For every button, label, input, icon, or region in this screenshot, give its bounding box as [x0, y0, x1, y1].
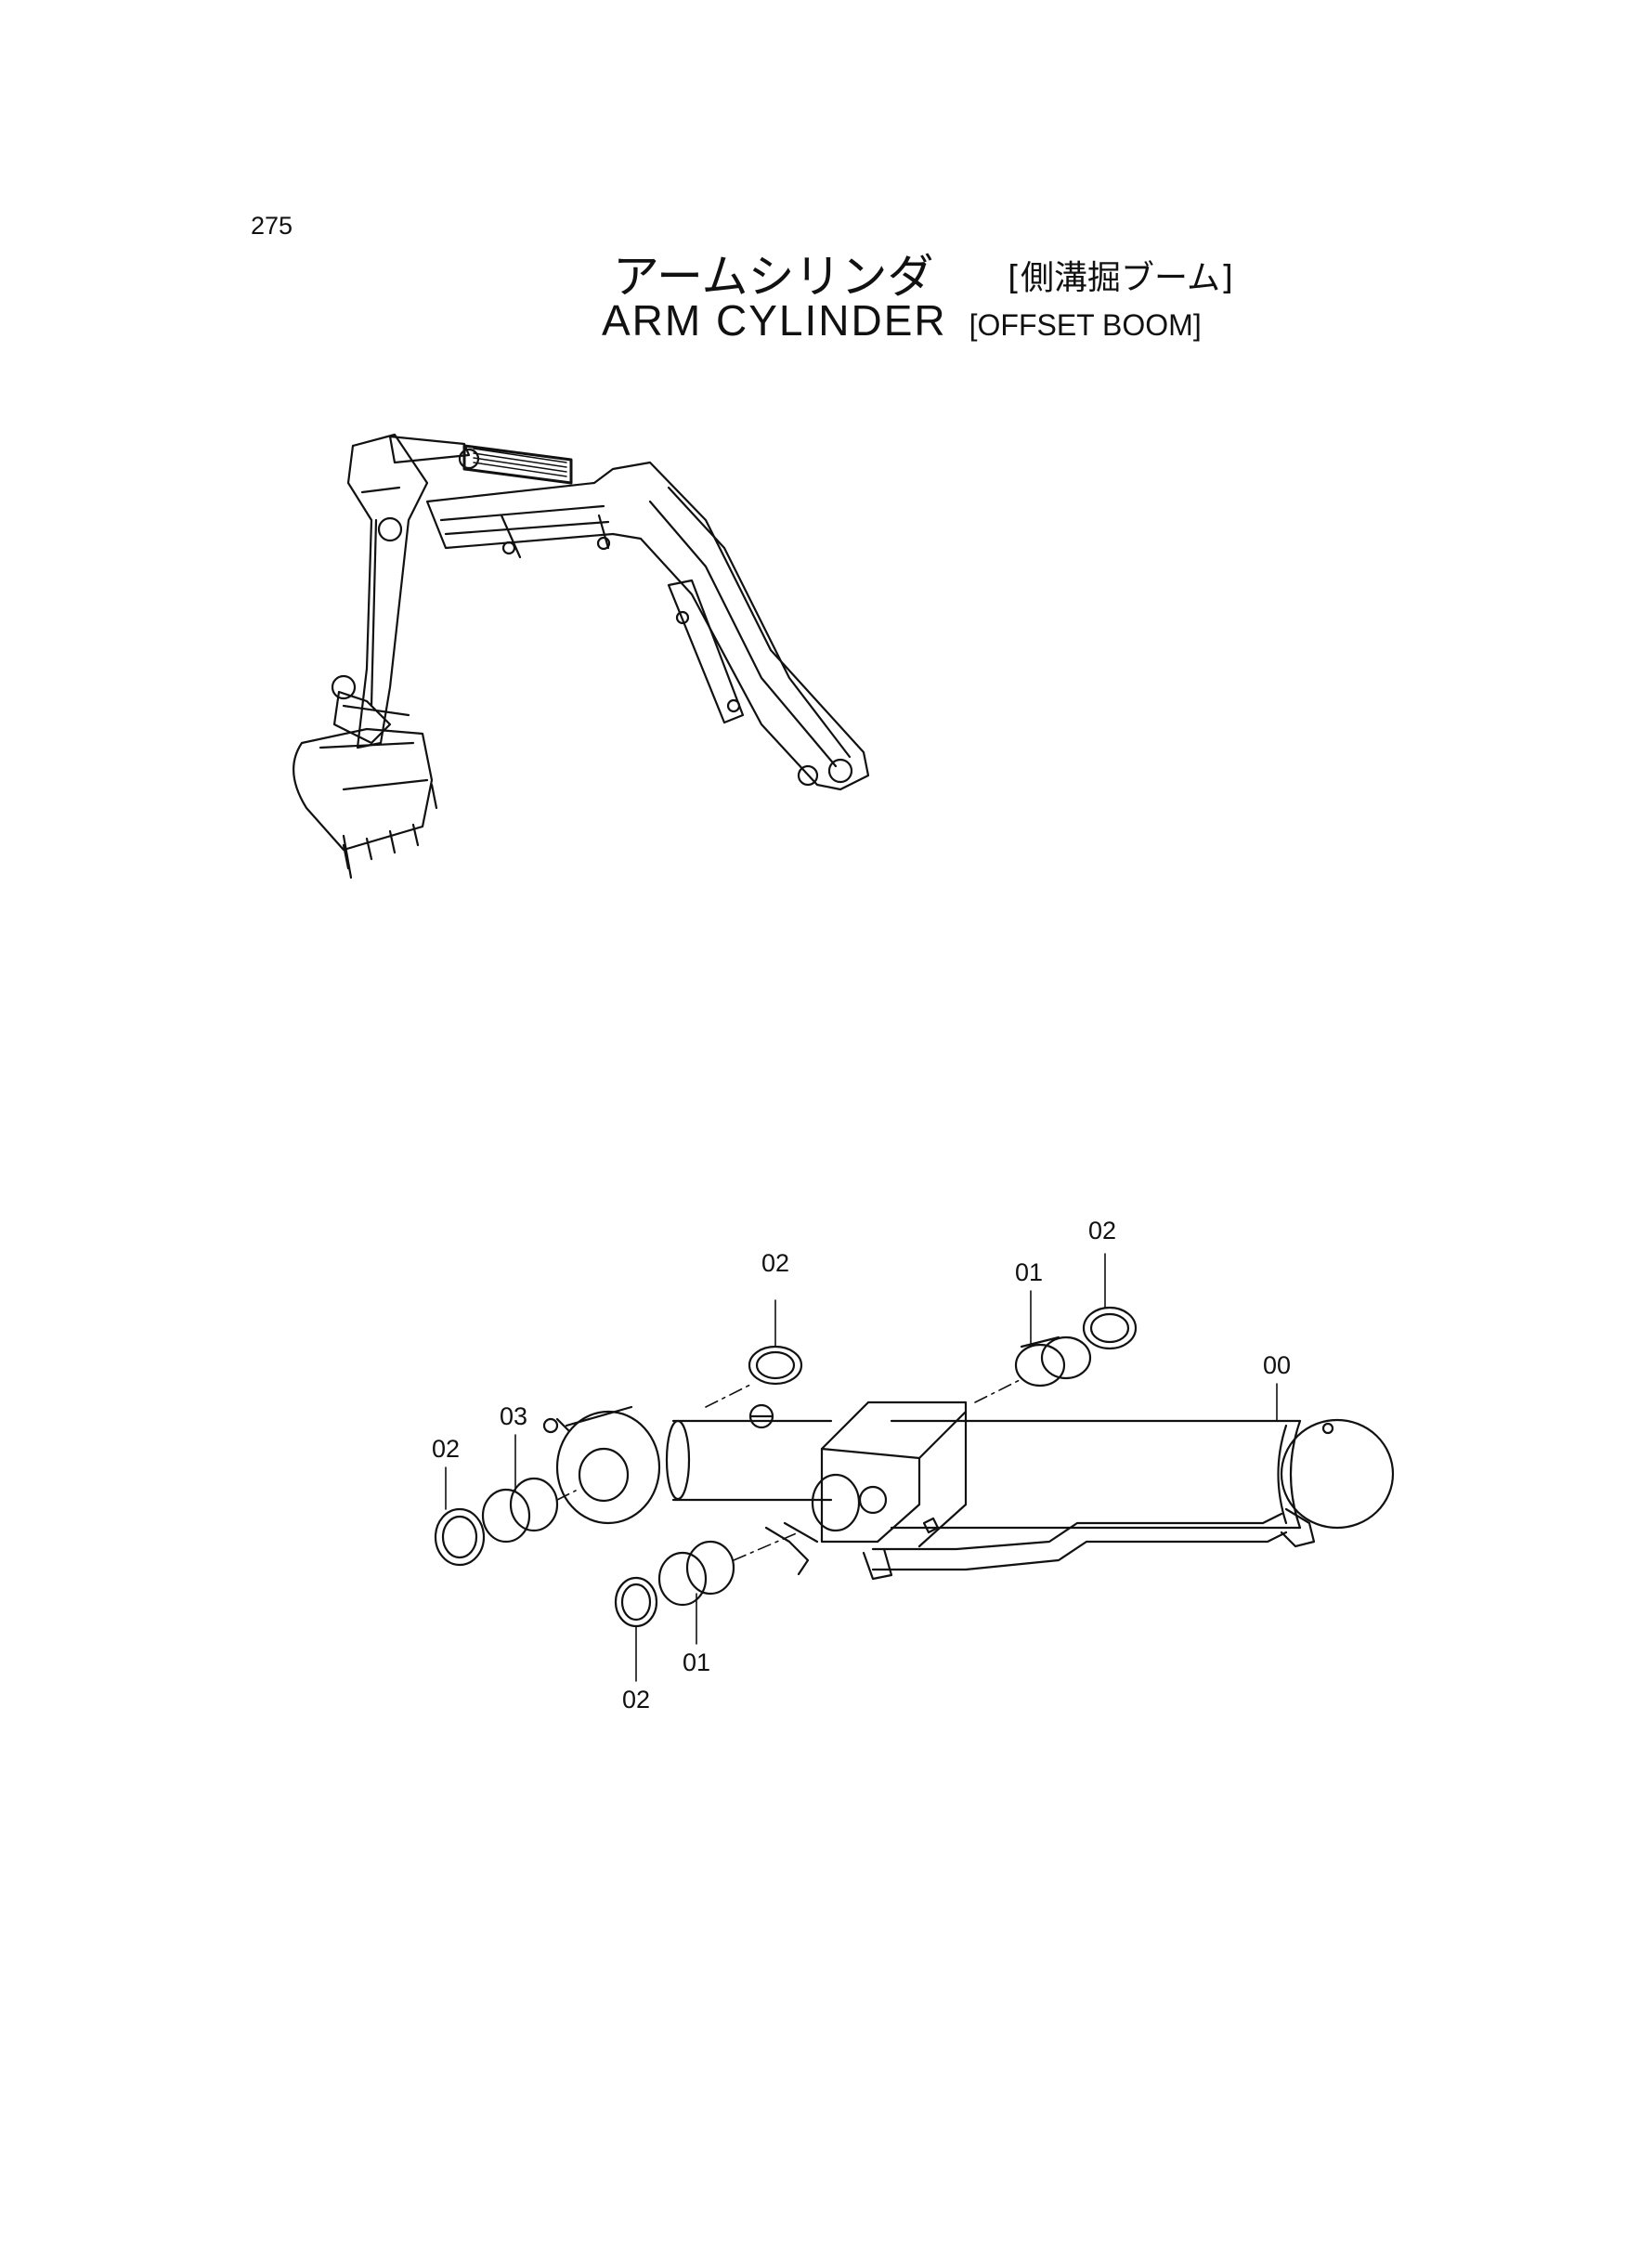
bushing-01-lower: [657, 1551, 708, 1607]
bushing-03: [481, 1488, 531, 1544]
title-jp-sub: [側溝掘ブーム]: [1008, 259, 1234, 297]
callout-00: 00: [1263, 1351, 1292, 1379]
bushing-01-upper: [1014, 1343, 1066, 1388]
dust-seal-02-right: [1082, 1306, 1138, 1350]
excavator-arm-illustration: [293, 433, 870, 879]
callout-02-right: 02: [1088, 1217, 1117, 1244]
callout-01-lower: 01: [683, 1648, 711, 1676]
title-en-main: ARM CYLINDER: [602, 296, 947, 345]
callout-03: 03: [500, 1402, 528, 1430]
callout-02-lower: 02: [622, 1686, 651, 1713]
callout-01-upper: 01: [1015, 1258, 1044, 1286]
title-english: ARM CYLINDER [OFFSET BOOM]: [602, 295, 1202, 345]
title-jp-main: アームシリンダ: [613, 250, 934, 304]
head-pin-bore: [858, 1485, 888, 1515]
page-number: 275: [251, 212, 293, 240]
cylinder-end-cap: [1280, 1418, 1395, 1530]
title-en-sub: [OFFSET BOOM]: [969, 308, 1202, 342]
dust-seal-02-lower: [614, 1576, 658, 1628]
arm-cylinder-exploded-view: [434, 1253, 1395, 1682]
callout-02-upper: 02: [761, 1249, 790, 1277]
dust-seal-02-left: [434, 1507, 486, 1567]
callout-02-left: 02: [432, 1435, 461, 1463]
